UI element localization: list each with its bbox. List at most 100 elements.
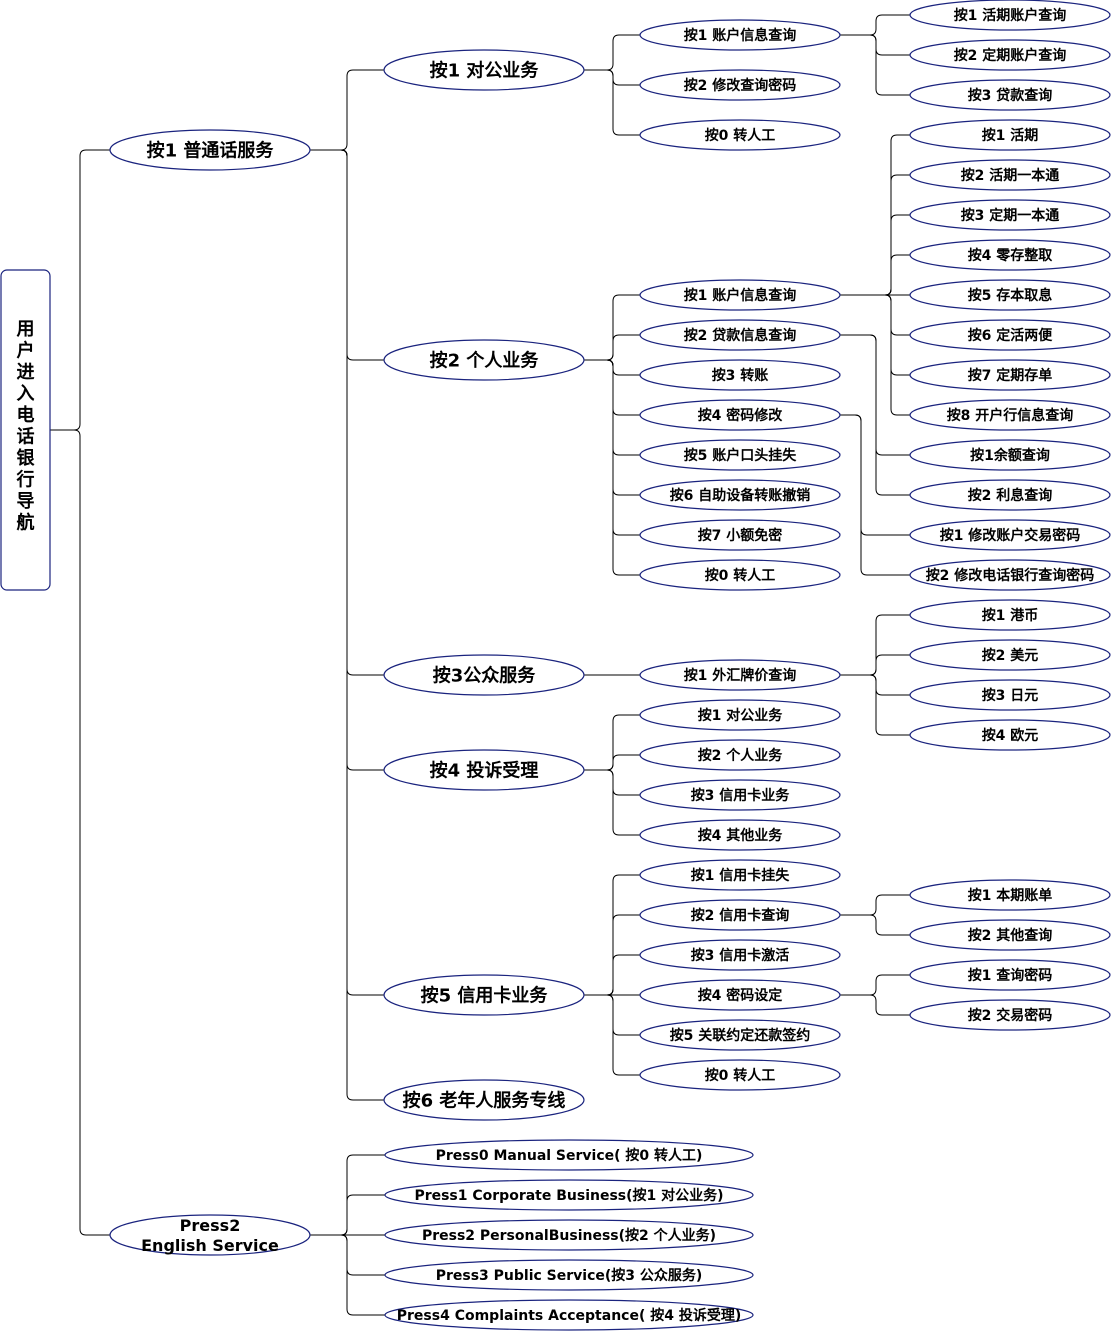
personal-item-1-sub-2[interactable]: 按2 活期一本通 (909, 159, 1111, 191)
complaint-node[interactable]: 按4 投诉受理 (383, 749, 585, 791)
personal-item-4[interactable]: 按4 密码修改 (639, 399, 841, 431)
credit-item-1[interactable]: 按1 信用卡挂失 (639, 859, 841, 891)
personal-item-7[interactable]: 按7 小额免密 (639, 519, 841, 551)
credit-item-3-label: 按3 信用卡激活 (691, 947, 790, 964)
mandarin-to-corporate-connector (310, 69, 384, 151)
credit-item-4-sub-1[interactable]: 按1 查询密码 (909, 959, 1111, 991)
personal-item-1-sub-6[interactable]: 按6 定活两便 (909, 319, 1111, 351)
root-to-mandarin-connector (50, 149, 110, 431)
credit-item-6[interactable]: 按0 转人工 (639, 1059, 841, 1091)
credit-item-4-sub-1-label: 按1 查询密码 (968, 967, 1053, 984)
credit-subitem-connector (840, 894, 910, 916)
personal-item-8[interactable]: 按0 转人工 (639, 559, 841, 591)
personal-item-2[interactable]: 按2 贷款信息查询 (639, 319, 841, 351)
credit-item-4-sub-2-label: 按2 交易密码 (968, 1007, 1053, 1024)
english-item-1[interactable]: Press0 Manual Service( 按0 转人工) (384, 1139, 754, 1171)
root-to-english-connector (50, 429, 110, 1236)
personal-item-2-sub-1[interactable]: 按1余额查询 (909, 439, 1111, 471)
english-item-4-shape (384, 1259, 754, 1291)
credit-item-connector (584, 874, 640, 996)
english-item-5[interactable]: Press4 Complaints Acceptance( 按4 投诉受理) (384, 1299, 754, 1331)
mandarin-service-node[interactable]: 按1 普通话服务 (109, 129, 311, 171)
personal-item-1-sub-1-label: 按1 活期 (982, 127, 1039, 144)
corporate-subitem-connector (840, 14, 910, 36)
corporate-item-1-sub-3[interactable]: 按3 贷款查询 (909, 79, 1111, 111)
corporate-item-1[interactable]: 按1 账户信息查询 (639, 19, 841, 51)
public-item-1-sub-3[interactable]: 按3 日元 (909, 679, 1111, 711)
complaint-item-3-shape (639, 779, 841, 811)
credit-node[interactable]: 按5 信用卡业务 (383, 974, 585, 1016)
personal-item-4-sub-2[interactable]: 按2 修改电话银行查询密码 (909, 559, 1111, 591)
credit-item-4-sub-2-shape (909, 999, 1111, 1031)
personal-item-1-sub-4-shape (909, 239, 1111, 271)
personal-item-2-sub-2[interactable]: 按2 利息查询 (909, 479, 1111, 511)
complaint-item-2[interactable]: 按2 个人业务 (639, 739, 841, 771)
complaint-item-1[interactable]: 按1 对公业务 (639, 699, 841, 731)
personal-item-1-sub-8[interactable]: 按8 开户行信息查询 (909, 399, 1111, 431)
personal-item-4-sub-1[interactable]: 按1 修改账户交易密码 (909, 519, 1111, 551)
corporate-item-3-label: 按0 转人工 (705, 127, 776, 144)
complaint-item-3[interactable]: 按3 信用卡业务 (639, 779, 841, 811)
personal-item-1-sub-3[interactable]: 按3 定期一本通 (909, 199, 1111, 231)
elderly-node[interactable]: 按6 老年人服务专线 (383, 1079, 585, 1121)
personal-node[interactable]: 按2 个人业务 (383, 339, 585, 381)
personal-item-4-sub-2-shape (909, 559, 1111, 591)
credit-item-3[interactable]: 按3 信用卡激活 (639, 939, 841, 971)
english-item-4[interactable]: Press3 Public Service(按3 公众服务) (384, 1259, 754, 1291)
complaint-item-connector (584, 714, 640, 771)
public-item-1[interactable]: 按1 外汇牌价查询 (639, 659, 841, 691)
corporate-item-3[interactable]: 按0 转人工 (639, 119, 841, 151)
personal-item-5-shape (639, 439, 841, 471)
credit-item-2[interactable]: 按2 信用卡查询 (639, 899, 841, 931)
public-item-1-sub-1[interactable]: 按1 港币 (909, 599, 1111, 631)
credit-item-2-sub-2-label: 按2 其他查询 (968, 927, 1053, 944)
public-item-1-sub-1-label: 按1 港币 (982, 607, 1039, 624)
mandarin-service-node-shape (109, 129, 311, 171)
credit-item-5[interactable]: 按5 关联约定还款签约 (639, 1019, 841, 1051)
public-node[interactable]: 按3公众服务 (383, 654, 585, 696)
complaint-node-shape (383, 749, 585, 791)
corporate-item-1-sub-2[interactable]: 按2 定期账户查询 (909, 39, 1111, 71)
personal-item-1-sub-1[interactable]: 按1 活期 (909, 119, 1111, 151)
corporate-item-1-sub-1[interactable]: 按1 活期账户查询 (909, 0, 1111, 31)
personal-item-2-sub-2-label: 按2 利息查询 (968, 487, 1053, 504)
personal-subitem-connector (840, 414, 910, 536)
root-node-shape (0, 269, 51, 591)
english-item-2[interactable]: Press1 Corporate Business(按1 对公业务) (384, 1179, 754, 1211)
public-item-1-sub-2[interactable]: 按2 美元 (909, 639, 1111, 671)
personal-item-connector (584, 334, 640, 361)
public-item-1-sub-1-shape (909, 599, 1111, 631)
personal-item-3-shape (639, 359, 841, 391)
credit-item-4[interactable]: 按4 密码设定 (639, 979, 841, 1011)
personal-item-7-shape (639, 519, 841, 551)
english-item-3-shape (384, 1219, 754, 1251)
corporate-item-connector (584, 69, 640, 136)
personal-item-1-sub-4[interactable]: 按4 零存整取 (909, 239, 1111, 271)
personal-item-1-sub-5[interactable]: 按5 存本取息 (909, 279, 1111, 311)
personal-item-1[interactable]: 按1 账户信息查询 (639, 279, 841, 311)
english-item-2-label: Press1 Corporate Business(按1 对公业务) (414, 1187, 723, 1204)
personal-item-6[interactable]: 按6 自助设备转账撤销 (639, 479, 841, 511)
english-item-3[interactable]: Press2 PersonalBusiness(按2 个人业务) (384, 1219, 754, 1251)
credit-item-connector (584, 954, 640, 996)
credit-item-2-sub-2[interactable]: 按2 其他查询 (909, 919, 1111, 951)
credit-item-2-sub-1[interactable]: 按1 本期账单 (909, 879, 1111, 911)
english-item-connector (310, 1234, 385, 1316)
public-node-label: 按3公众服务 (433, 664, 537, 686)
personal-item-5[interactable]: 按5 账户口头挂失 (639, 439, 841, 471)
corporate-node[interactable]: 按1 对公业务 (383, 49, 585, 91)
personal-item-1-sub-7[interactable]: 按7 定期存单 (909, 359, 1111, 391)
public-item-1-sub-4[interactable]: 按4 欧元 (909, 719, 1111, 751)
personal-item-4-label: 按4 密码修改 (698, 407, 784, 424)
credit-item-4-sub-2[interactable]: 按2 交易密码 (909, 999, 1111, 1031)
complaint-item-4[interactable]: 按4 其他业务 (639, 819, 841, 851)
mandarin-to-elderly-connector (310, 149, 384, 1101)
personal-item-1-sub-8-shape (909, 399, 1111, 431)
personal-item-2-sub-2-shape (909, 479, 1111, 511)
corporate-item-2[interactable]: 按2 修改查询密码 (639, 69, 841, 101)
personal-item-3[interactable]: 按3 转账 (639, 359, 841, 391)
credit-item-4-sub-1-shape (909, 959, 1111, 991)
personal-item-connector (584, 359, 640, 456)
